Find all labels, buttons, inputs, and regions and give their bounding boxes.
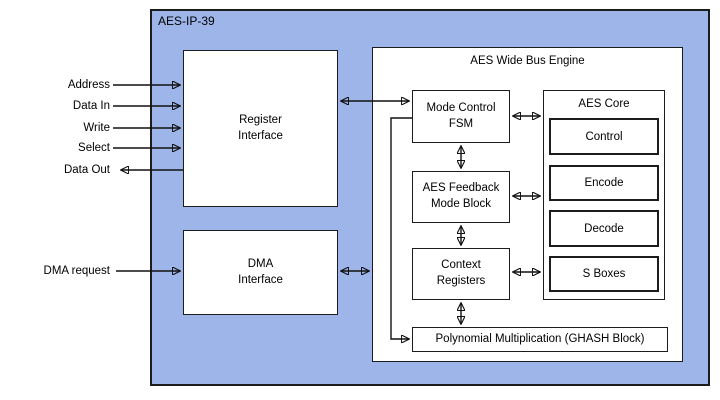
block-aes-core-encode: Encode	[549, 165, 659, 201]
signal-label-write: Write	[83, 122, 110, 134]
signal-label-dma-request: DMA request	[43, 265, 110, 277]
signal-label-address: Address	[67, 79, 110, 91]
block-aes-feedback-mode: AES Feedback Mode Block	[412, 171, 510, 223]
block-aes-core-s-boxes: S Boxes	[549, 256, 659, 292]
block-polynomial-ghash: Polynomial Multiplication (GHASH Block)	[412, 327, 668, 352]
block-mode-control-fsm: Mode Control FSM	[412, 90, 510, 143]
aes-wide-bus-engine-title: AES Wide Bus Engine	[470, 55, 585, 67]
signal-label-data-out: Data Out	[63, 164, 110, 176]
block-aes-core-decode: Decode	[549, 210, 659, 247]
aes-core-title: AES Core	[578, 98, 630, 110]
signal-label-select: Select	[78, 142, 110, 154]
chip-title: AES-IP-39	[158, 14, 215, 28]
signal-label-data-in: Data In	[72, 100, 110, 112]
block-aes-core-control: Control	[549, 118, 659, 155]
block-register-interface: Register Interface	[183, 50, 338, 207]
block-context-registers: Context Registers	[412, 248, 510, 300]
block-dma-interface: DMA Interface	[183, 230, 338, 315]
